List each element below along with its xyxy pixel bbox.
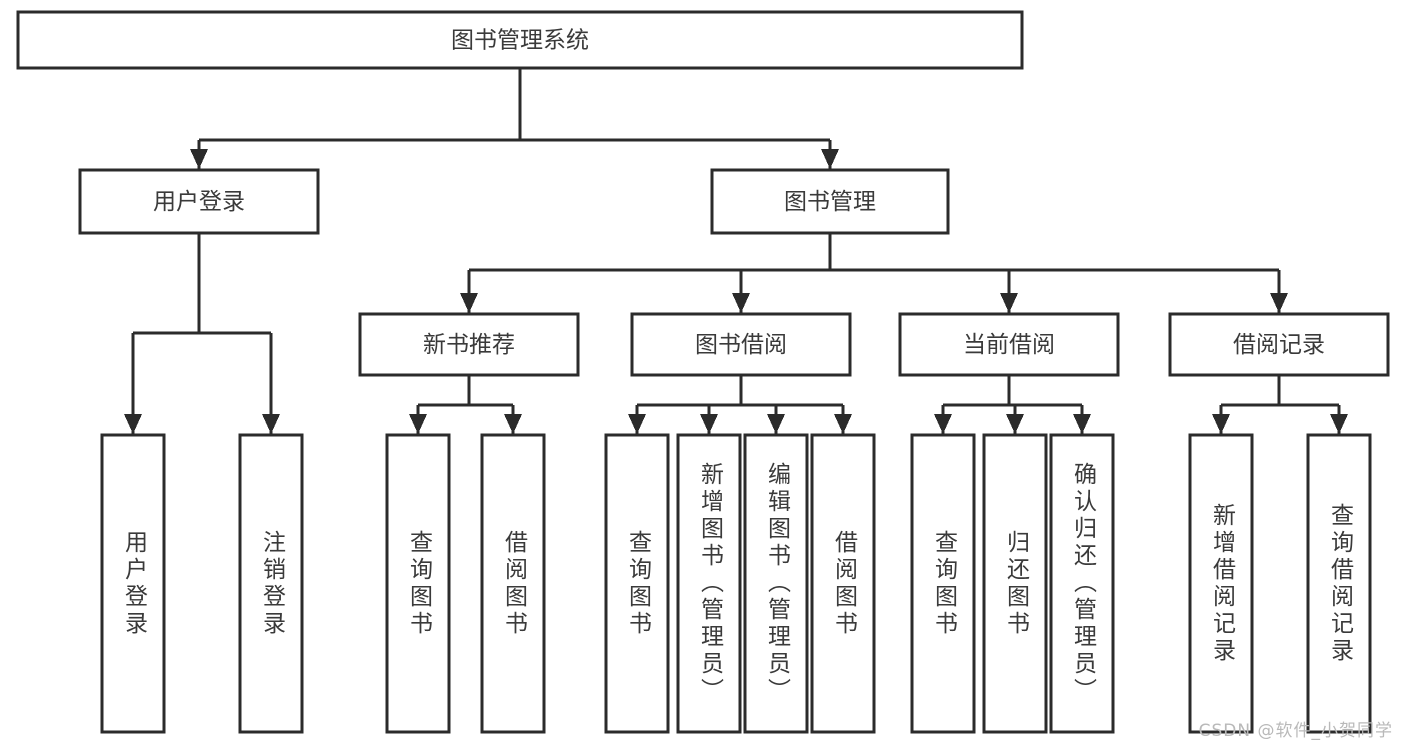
node-box-leaf-0[interactable] <box>100 433 166 734</box>
watermark-text: CSDN @软件_小贺同学 <box>1198 721 1393 741</box>
arrow-head-icon <box>834 414 852 434</box>
node-box-leaf-5[interactable] <box>676 433 742 734</box>
arrow-head-icon <box>124 414 142 434</box>
arrow-head-icon <box>504 414 522 434</box>
node-box-leaf-10[interactable] <box>1049 433 1115 734</box>
node-box-level3-0[interactable] <box>358 312 580 377</box>
arrow-head-icon <box>409 414 427 434</box>
node-box-leaf-1[interactable] <box>238 433 304 734</box>
arrow-head-icon <box>1270 293 1288 313</box>
arrow-head-icon <box>934 414 952 434</box>
arrow-head-icon <box>460 293 478 313</box>
node-box-level2-0[interactable] <box>78 168 320 235</box>
node-box-leaf-7[interactable] <box>810 433 876 734</box>
arrow-head-icon <box>767 414 785 434</box>
node-label-level3-0: 新书推荐 <box>423 332 515 358</box>
arrow-head-icon <box>732 293 750 313</box>
arrow-head-icon <box>262 414 280 434</box>
node-box-leaf-8[interactable] <box>910 433 976 734</box>
node-box-layer <box>16 10 1390 734</box>
node-box-leaf-4[interactable] <box>604 433 670 734</box>
node-box-leaf-12[interactable] <box>1306 433 1372 734</box>
arrow-head-icon <box>628 414 646 434</box>
node-label-level3-1: 图书借阅 <box>695 332 787 358</box>
node-label-root: 图书管理系统 <box>451 28 589 54</box>
arrow-head-icon <box>1073 414 1091 434</box>
arrow-head-icon <box>1330 414 1348 434</box>
node-label-level3-3: 借阅记录 <box>1233 332 1325 358</box>
arrow-head-icon <box>821 149 839 169</box>
arrow-head-icon <box>1000 293 1018 313</box>
node-box-leaf-2[interactable] <box>385 433 451 734</box>
node-box-root[interactable] <box>16 10 1024 70</box>
node-box-level3-1[interactable] <box>630 312 852 377</box>
node-box-level3-2[interactable] <box>898 312 1120 377</box>
node-box-leaf-3[interactable] <box>480 433 546 734</box>
node-label-level2-1: 图书管理 <box>784 189 876 215</box>
node-box-level2-1[interactable] <box>710 168 950 235</box>
connector-layer <box>124 68 1348 434</box>
arrow-head-icon <box>1212 414 1230 434</box>
arrow-head-icon <box>190 149 208 169</box>
node-box-leaf-9[interactable] <box>982 433 1048 734</box>
node-label-level3-2: 当前借阅 <box>963 332 1055 358</box>
node-box-leaf-11[interactable] <box>1188 433 1254 734</box>
node-box-leaf-6[interactable] <box>743 433 809 734</box>
arrow-head-icon <box>700 414 718 434</box>
node-label-level2-0: 用户登录 <box>153 189 245 215</box>
arrow-head-icon <box>1006 414 1024 434</box>
node-box-level3-3[interactable] <box>1168 312 1390 377</box>
